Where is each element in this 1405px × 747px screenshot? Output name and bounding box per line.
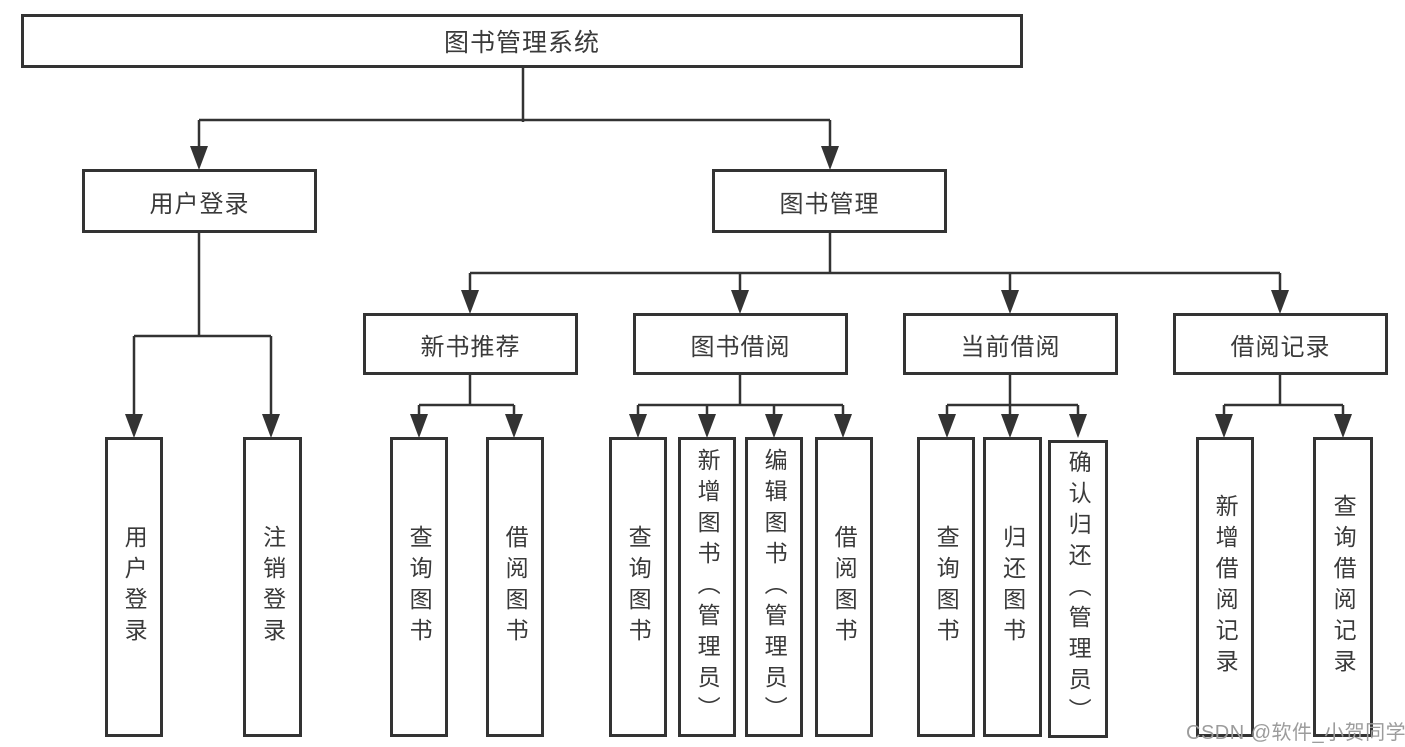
- leaf-add-books-admin: 新增图书（管理员）: [678, 437, 736, 737]
- leaf-query-books-current: 查询图书: [917, 437, 975, 737]
- leaf-borrow-books: 借阅图书: [815, 437, 873, 737]
- leaf-return-books: 归还图书: [983, 437, 1042, 737]
- leaf-label: 新增图书（管理员）: [694, 447, 721, 727]
- leaf-label: 确认归还（管理员）: [1065, 449, 1092, 729]
- leaf-label: 归还图书: [999, 525, 1026, 649]
- leaf-logout: 注销登录: [243, 437, 302, 737]
- leaf-label: 新增借阅记录: [1212, 494, 1239, 680]
- node-new-book-recommend: 新书推荐: [363, 313, 578, 375]
- node-borrow-record: 借阅记录: [1173, 313, 1388, 375]
- node-library-management-system: 图书管理系统: [21, 14, 1023, 68]
- leaf-confirm-return-admin: 确认归还（管理员）: [1048, 440, 1108, 738]
- leaf-user-login: 用户登录: [105, 437, 163, 737]
- node-book-borrow: 图书借阅: [633, 313, 848, 375]
- leaf-label: 借阅图书: [831, 525, 858, 649]
- leaf-label: 注销登录: [259, 525, 286, 649]
- csdn-watermark: CSDN @软件_小贺同学: [1186, 722, 1405, 744]
- node-book-management: 图书管理: [712, 169, 947, 233]
- leaf-query-borrow-record: 查询借阅记录: [1313, 437, 1373, 737]
- node-current-borrow: 当前借阅: [903, 313, 1118, 375]
- leaf-borrow-books-recommend: 借阅图书: [486, 437, 544, 737]
- leaf-label: 查询图书: [406, 525, 433, 649]
- leaf-query-books-recommend: 查询图书: [390, 437, 448, 737]
- leaf-label: 查询图书: [933, 525, 960, 649]
- arrowheads: [125, 146, 1352, 438]
- leaf-edit-books-admin: 编辑图书（管理员）: [745, 437, 803, 737]
- node-user-login: 用户登录: [82, 169, 317, 233]
- leaf-label: 借阅图书: [502, 525, 529, 649]
- leaf-add-borrow-record: 新增借阅记录: [1196, 437, 1254, 737]
- leaf-label: 查询借阅记录: [1330, 494, 1357, 680]
- leaf-label: 查询图书: [625, 525, 652, 649]
- leaf-label: 编辑图书（管理员）: [761, 447, 788, 727]
- leaf-query-books-borrow: 查询图书: [609, 437, 667, 737]
- leaf-label: 用户登录: [121, 525, 148, 649]
